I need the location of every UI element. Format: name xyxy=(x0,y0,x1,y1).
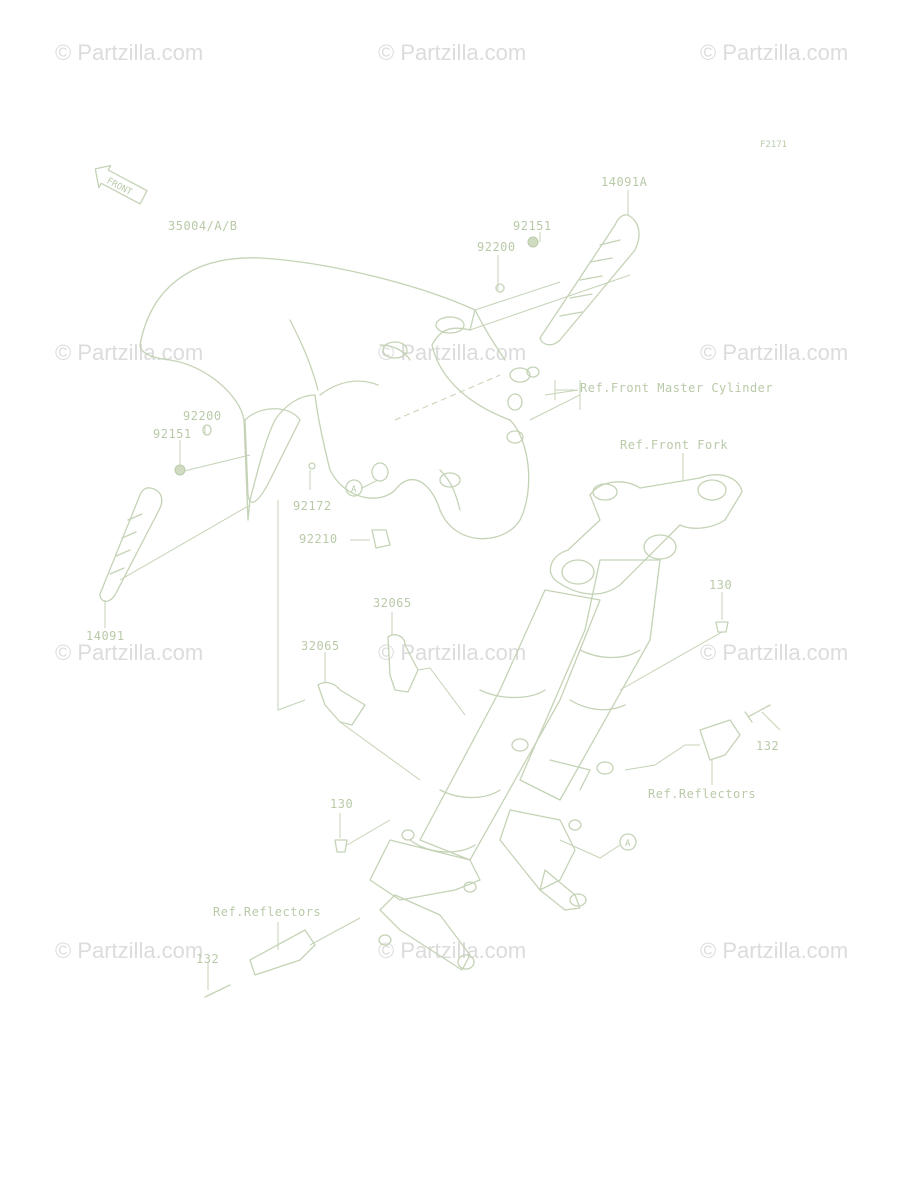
bracket-32065-a xyxy=(387,634,419,693)
watermark: © Partzilla.com xyxy=(378,340,526,365)
watermark: © Partzilla.com xyxy=(700,40,848,65)
front-fender xyxy=(139,257,531,540)
watermark: © Partzilla.com xyxy=(55,340,203,365)
ref-label-reflectors-left: Ref.Reflectors xyxy=(213,905,321,919)
part-label-130-left: 130 xyxy=(330,797,353,811)
side-cover-14091a xyxy=(539,214,640,346)
side-cover-14091 xyxy=(99,487,163,602)
callout-a-top: A xyxy=(345,479,363,497)
watermark: © Partzilla.com xyxy=(700,938,848,963)
watermark: © Partzilla.com xyxy=(700,640,848,665)
watermark: © Partzilla.com xyxy=(55,40,203,65)
callout-a-bottom: A xyxy=(619,833,637,851)
watermark: © Partzilla.com xyxy=(378,640,526,665)
part-label-132-left: 132 xyxy=(196,952,219,966)
fastener-group xyxy=(174,236,540,549)
svg-text:A: A xyxy=(625,839,631,849)
part-label-92210: 92210 xyxy=(299,532,338,546)
part-label-32065-a: 32065 xyxy=(373,596,412,610)
watermark: © Partzilla.com xyxy=(378,938,526,963)
part-label-92200-top: 92200 xyxy=(477,240,516,254)
front-arrow-icon: FRONT xyxy=(94,164,148,205)
part-label-132-right: 132 xyxy=(756,739,779,753)
watermark: © Partzilla.com xyxy=(55,938,203,963)
watermark-group: © Partzilla.com © Partzilla.com © Partzi… xyxy=(55,40,848,963)
watermark: © Partzilla.com xyxy=(378,40,526,65)
part-label-14091: 14091 xyxy=(86,629,125,643)
assembly-line xyxy=(394,374,501,421)
part-label-32065-b: 32065 xyxy=(301,639,340,653)
part-label-92200-left: 92200 xyxy=(183,409,222,423)
part-label-92151-top: 92151 xyxy=(513,219,552,233)
svg-text:A: A xyxy=(351,485,357,495)
ref-label-front-master-cylinder: Ref.Front Master Cylinder xyxy=(580,381,773,395)
bracket-32065-b xyxy=(317,681,366,726)
part-label-35004: 35004/A/B xyxy=(168,219,238,233)
watermark: © Partzilla.com xyxy=(55,640,203,665)
front-arrow-label: FRONT xyxy=(105,176,134,198)
front-fork xyxy=(369,474,743,971)
watermark: © Partzilla.com xyxy=(700,340,848,365)
part-label-92151-left: 92151 xyxy=(153,427,192,441)
part-label-14091a: 14091A xyxy=(601,175,648,189)
figure-code: F2171 xyxy=(760,140,787,150)
ref-label-reflectors-right: Ref.Reflectors xyxy=(648,787,756,801)
ref-label-front-fork: Ref.Front Fork xyxy=(620,438,728,452)
part-label-92172: 92172 xyxy=(293,499,332,513)
part-label-130-right: 130 xyxy=(709,578,732,592)
